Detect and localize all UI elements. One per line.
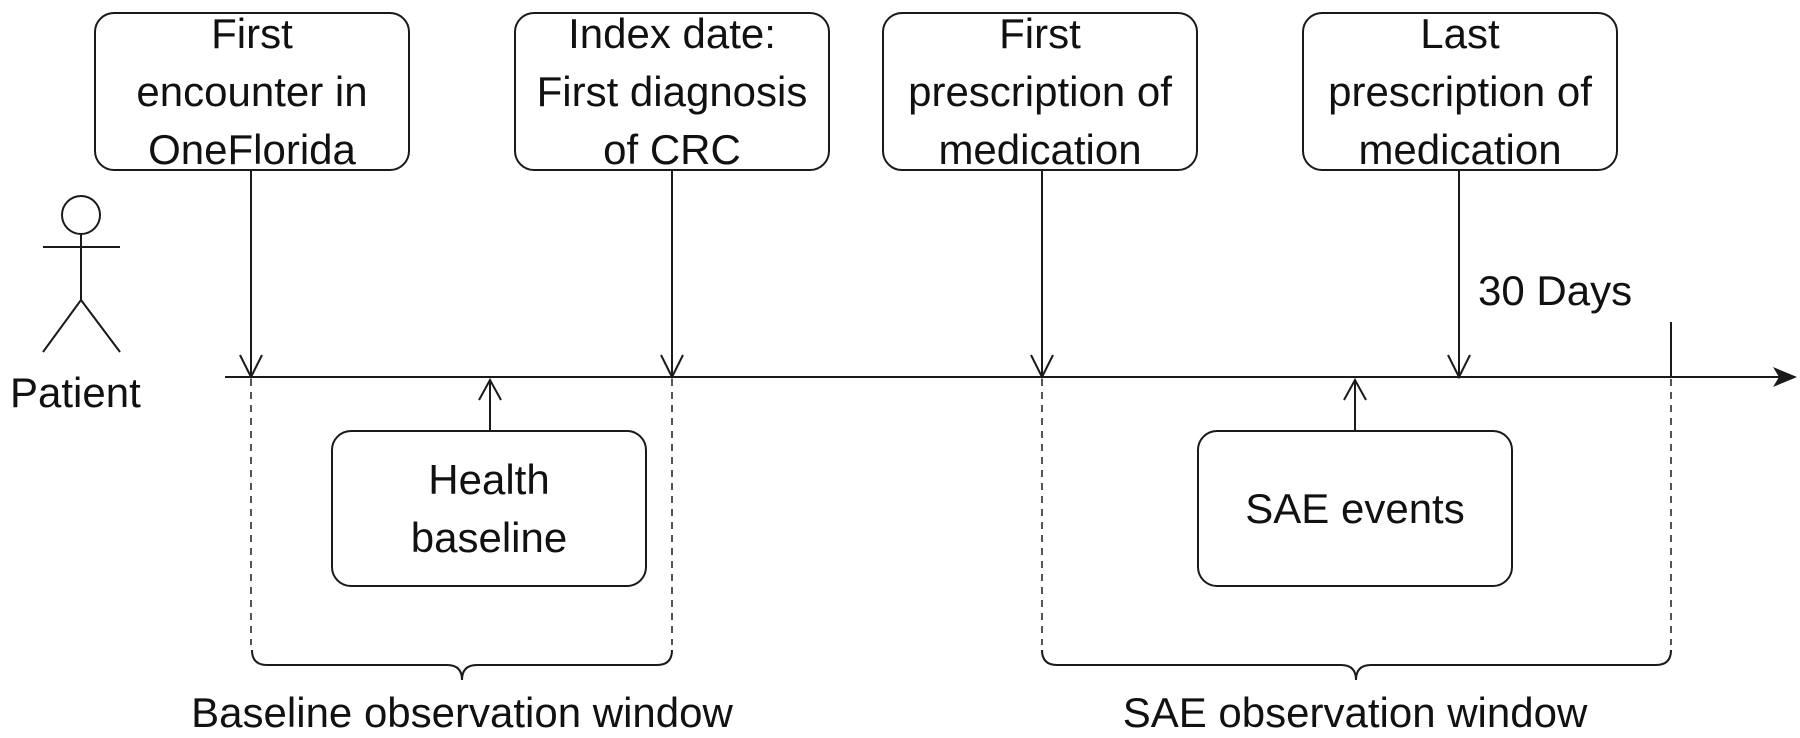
arrowhead-health-baseline (478, 377, 502, 401)
sae-window-label: SAE observation window (1122, 689, 1588, 736)
event-box-first-encounter: First encounter in OneFlorida (94, 10, 410, 173)
stick-figure-icon (42, 195, 121, 353)
sae-window-brace (1041, 649, 1672, 681)
arrowhead-sae-events (1343, 377, 1367, 401)
event-box-health-baseline: Health baseline (331, 430, 647, 587)
event-box-first-prescription: First prescription of medication (882, 10, 1198, 173)
arrowhead-first-encounter (239, 354, 263, 380)
baseline-window-brace (251, 649, 673, 681)
event-box-last-prescription: Last prescription of medication (1302, 10, 1618, 173)
arrowhead-first-prescription (1030, 354, 1054, 380)
arrowhead-last-prescription (1447, 354, 1471, 380)
arrowhead-index-date (660, 354, 684, 380)
gap-label: 30 Days (1478, 267, 1633, 314)
event-box-index-date: Index date: First diagnosis of CRC (514, 10, 830, 173)
event-box-sae-events: SAE events (1197, 430, 1513, 587)
baseline-window-label: Baseline observation window (191, 689, 733, 736)
actor-label: Patient (10, 369, 141, 416)
